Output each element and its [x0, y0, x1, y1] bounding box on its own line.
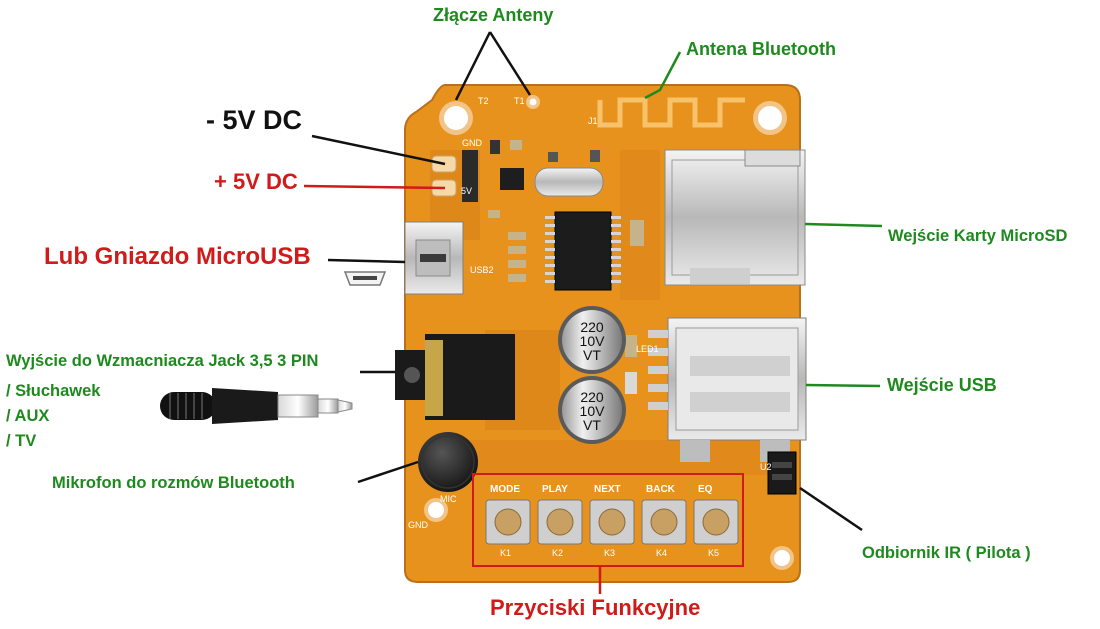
usb-pin — [648, 384, 668, 392]
tactile-button-play — [537, 499, 583, 545]
smd-component — [500, 168, 524, 190]
mounting-hole-top-right — [753, 101, 787, 135]
button-key-k4: K4 — [656, 548, 668, 558]
mounting-hole-top-left — [439, 101, 473, 135]
microphone — [418, 432, 478, 492]
antenna-connector-pad — [526, 95, 540, 109]
label-function-buttons: Przyciski Funkcyjne — [490, 595, 701, 620]
smd-component — [590, 150, 600, 162]
mounting-hole-bottom-left — [424, 498, 448, 522]
smd-component — [508, 274, 526, 282]
smd-component — [508, 246, 526, 254]
smd-component — [510, 140, 522, 150]
callout-line-antenna-connector-left — [454, 31, 492, 101]
capacitor-bottom-marking: 220 10V VT — [572, 390, 612, 432]
usb-a-port — [667, 317, 807, 462]
tactile-button-mode — [485, 499, 531, 545]
button-key-k3: K3 — [604, 548, 616, 558]
label-plus-5v: + 5V DC — [214, 169, 298, 194]
tactile-button-eq — [693, 499, 739, 545]
callout-line-microusb — [327, 258, 406, 264]
silk-u2: U2 — [760, 462, 772, 472]
microusb-socket — [404, 221, 464, 295]
capacitor-top-value: 220 — [580, 319, 604, 335]
button-key-k1: K1 — [500, 548, 512, 558]
smd-component — [548, 152, 558, 162]
led-component — [625, 335, 637, 357]
silk-mic: MIC — [440, 494, 457, 504]
capacitor-top-brand: VT — [583, 347, 601, 363]
mounting-hole-bottom-right — [770, 546, 794, 570]
capacitor-top-voltage: 10V — [579, 333, 605, 349]
callout-line-antenna-connector-right — [488, 31, 532, 96]
tactile-button-next — [589, 499, 635, 545]
label-microusb: Lub Gniazdo MicroUSB — [44, 243, 311, 270]
label-antenna-connector: Złącze Anteny — [433, 5, 554, 25]
label-jack-line1: Wyjście do Wzmacniacza Jack 3,5 3 PIN — [6, 352, 319, 370]
microusb-icon — [343, 271, 387, 286]
capacitor-top — [558, 306, 626, 374]
label-microphone: Mikrofon do rozmów Bluetooth — [52, 474, 295, 492]
label-microsd: Wejście Karty MicroSD — [888, 227, 1068, 245]
callout-line-minus5v — [311, 134, 446, 166]
label-jack-line3: / AUX — [6, 407, 50, 425]
silk-usb2: USB2 — [470, 265, 494, 275]
silk-gnd-top: GND — [462, 138, 482, 148]
silk-gnd-bottom: GND — [408, 520, 428, 530]
led-component — [625, 372, 637, 394]
capacitor-bottom-value: 220 — [580, 389, 604, 405]
label-ir-receiver: Odbiornik IR ( Pilota ) — [862, 544, 1031, 562]
button-label-eq: EQ — [698, 484, 713, 495]
label-minus-5v: - 5V DC — [206, 105, 303, 135]
label-usb-input: Wejście USB — [887, 375, 997, 395]
button-label-next: NEXT — [594, 484, 621, 495]
callout-line-mic — [357, 460, 419, 484]
smd-component — [488, 210, 500, 218]
label-jack-line2: / Słuchawek — [6, 382, 101, 400]
power-header — [462, 150, 478, 202]
capacitor-bottom — [558, 376, 626, 444]
audio-plug-illustration — [160, 388, 353, 424]
callout-line-usb — [805, 383, 881, 388]
ir-receiver — [767, 451, 797, 495]
callout-line-plus5v — [303, 184, 446, 190]
silk-led1: LED1 — [636, 344, 659, 354]
usb-pin — [648, 366, 668, 374]
capacitor-top-marking: 220 10V VT — [572, 320, 612, 362]
button-label-mode: MODE — [490, 484, 520, 495]
label-jack-line4: / TV — [6, 432, 37, 450]
audio-jack-socket — [395, 334, 515, 420]
tactile-button-back — [641, 499, 687, 545]
callout-line-ir — [799, 486, 863, 532]
callout-line-microsd — [804, 222, 883, 228]
button-label-play: PLAY — [542, 484, 568, 495]
pcb-trace-region — [470, 440, 770, 475]
silk-t2: T2 — [478, 96, 489, 106]
button-key-k2: K2 — [552, 548, 564, 558]
capacitor-bottom-voltage: 10V — [579, 403, 605, 419]
smd-component — [508, 232, 526, 240]
bluetooth-antenna-trace — [597, 97, 745, 128]
label-bluetooth-antenna: Antena Bluetooth — [686, 39, 836, 59]
usb-pin — [648, 330, 668, 338]
usb-pin — [648, 348, 668, 356]
smd-component — [490, 140, 500, 154]
smd-component — [508, 260, 526, 268]
smd-component — [630, 220, 644, 246]
usb-pin — [648, 402, 668, 410]
callout-line-bluetooth — [644, 51, 682, 100]
silk-t1: T1 — [514, 96, 525, 106]
silk-5v: 5V — [461, 186, 473, 196]
capacitor-bottom-brand: VT — [583, 417, 601, 433]
tactile-buttons — [485, 499, 739, 545]
buttons-highlight-box — [472, 473, 744, 567]
crystal-oscillator — [534, 167, 604, 197]
button-label-back: BACK — [646, 484, 675, 495]
button-key-k5: K5 — [708, 548, 720, 558]
silk-j1: J1 — [588, 116, 598, 126]
microsd-slot — [664, 149, 806, 286]
main-ic — [545, 211, 621, 291]
